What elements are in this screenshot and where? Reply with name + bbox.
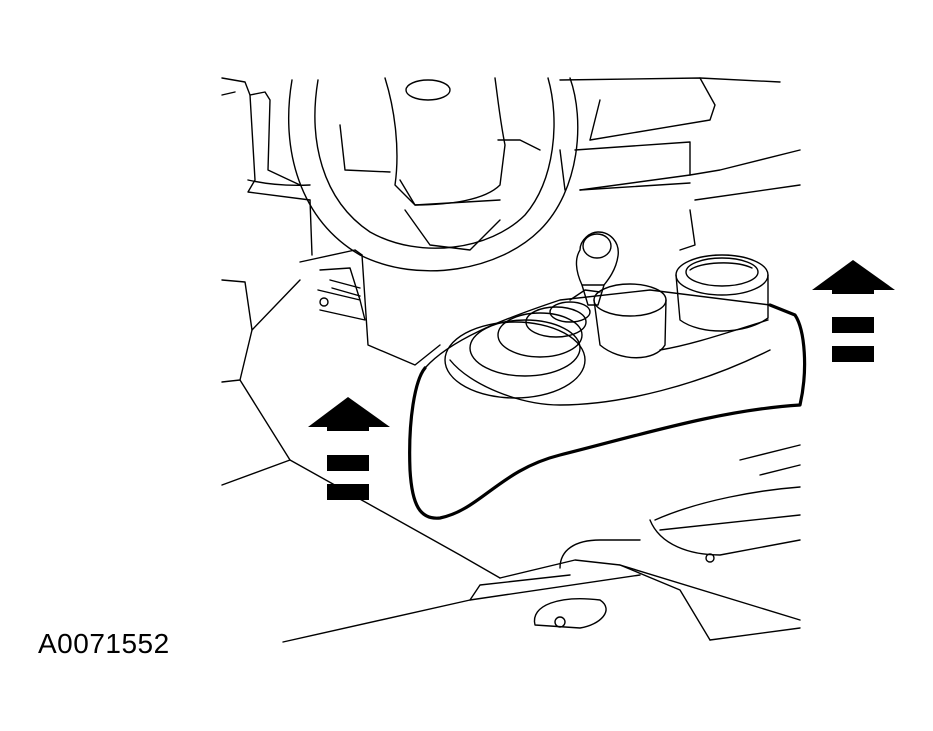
arrow-up-right: [812, 260, 895, 362]
dashboard-outline: [221, 77, 801, 256]
console-knob: [675, 254, 769, 332]
gear-shifter: [569, 231, 619, 306]
arrow-up-left: [308, 397, 390, 500]
cup-holder: [593, 283, 769, 359]
steering-wheel: [288, 77, 579, 272]
floor-panels: [282, 444, 801, 643]
steering-column-housing: [299, 249, 441, 366]
shift-boot: [444, 301, 591, 399]
figure-id-label: A0071552: [38, 628, 170, 659]
floor-console: [408, 289, 807, 520]
